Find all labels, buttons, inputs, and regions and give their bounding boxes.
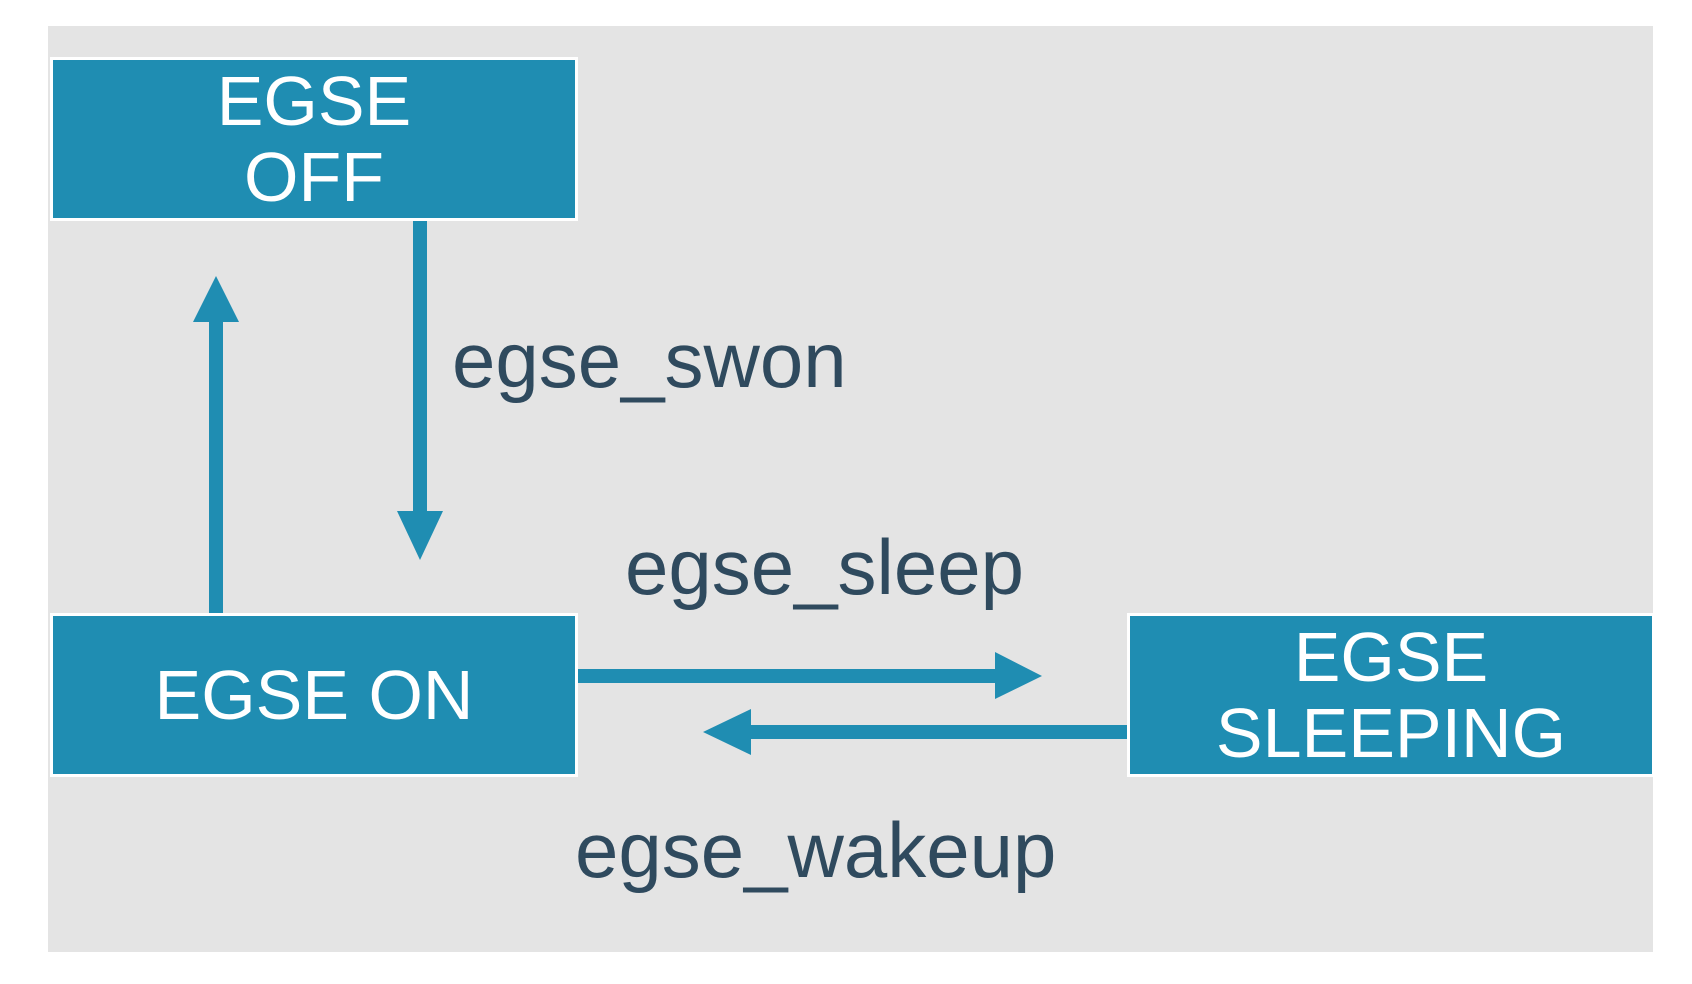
state-off-line-2: OFF	[244, 138, 384, 216]
state-on-line-1: EGSE ON	[154, 656, 474, 734]
arrow-on-to-off	[193, 276, 239, 613]
state-sleeping-line-2: SLEEPING	[1215, 694, 1567, 772]
arrow-sleeping-to-on	[703, 709, 1127, 755]
state-off-line-1: EGSE	[216, 62, 412, 140]
state-egse-off: EGSE OFF	[50, 57, 578, 221]
arrow-on-to-sleeping	[578, 652, 1042, 699]
transition-label-wakeup: egse_wakeup	[575, 806, 1057, 894]
arrow-off-to-on	[397, 221, 443, 560]
state-sleeping-line-1: EGSE	[1293, 618, 1489, 696]
state-egse-sleeping: EGSE SLEEPING	[1127, 613, 1655, 777]
state-egse-on: EGSE ON	[50, 613, 578, 777]
transition-label-swon: egse_swon	[452, 316, 847, 404]
transition-label-sleep: egse_sleep	[625, 523, 1024, 611]
